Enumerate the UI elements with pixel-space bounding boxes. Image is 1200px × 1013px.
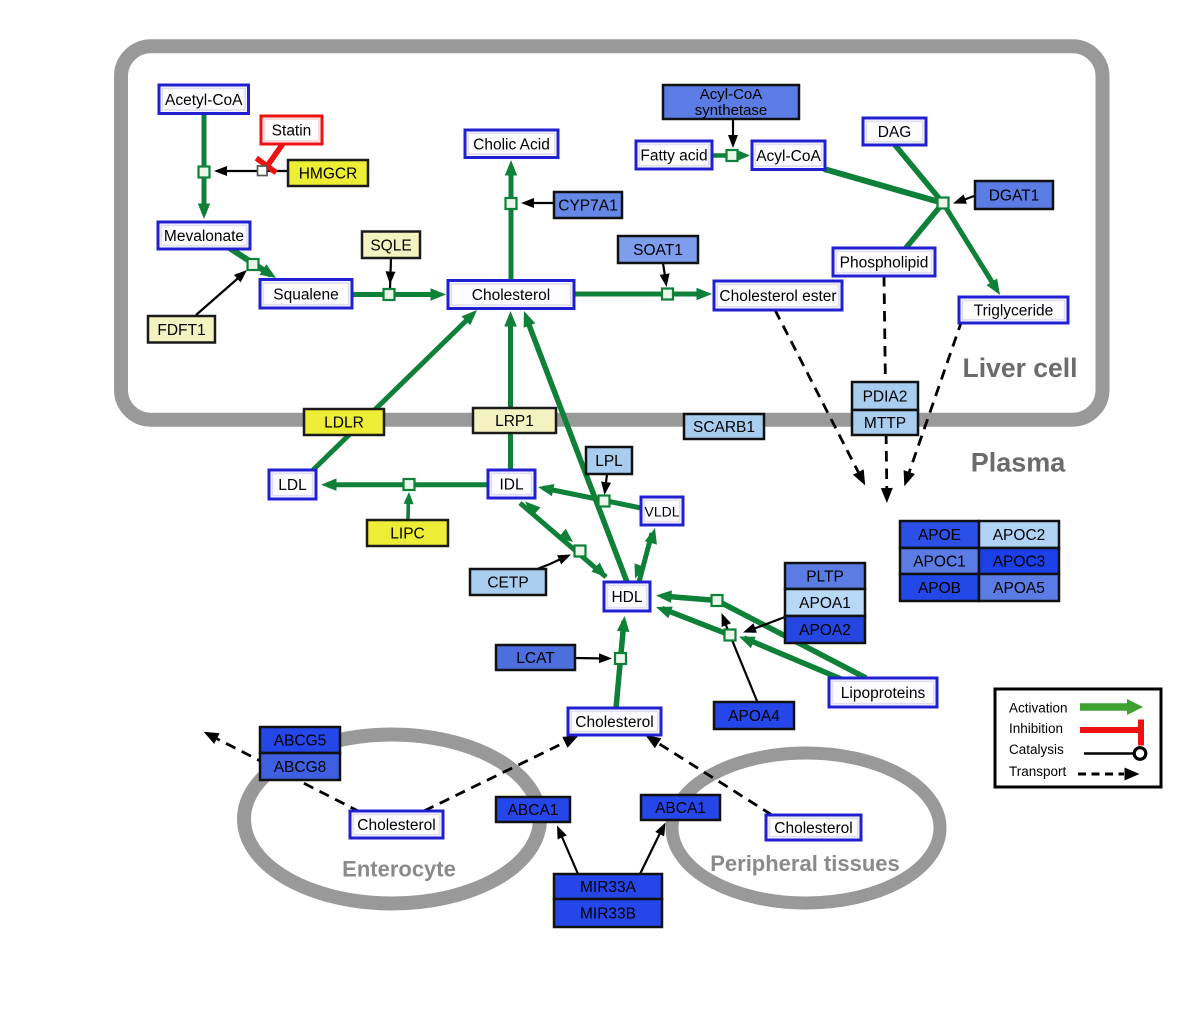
svg-text:IDL: IDL [499,477,524,494]
svg-text:SOAT1: SOAT1 [633,242,683,259]
svg-text:ABCG5: ABCG5 [274,733,327,750]
svg-text:Mevalonate: Mevalonate [164,228,244,245]
svg-text:SQLE: SQLE [370,237,411,254]
svg-text:Statin: Statin [272,123,312,140]
svg-text:APOA1: APOA1 [799,595,851,612]
svg-text:LDL: LDL [278,477,307,494]
svg-text:APOC2: APOC2 [993,527,1046,544]
svg-text:MIR33A: MIR33A [580,879,637,896]
svg-text:HMGCR: HMGCR [299,166,358,183]
svg-text:APOC1: APOC1 [913,554,966,571]
svg-text:Catalysis: Catalysis [1009,742,1064,757]
svg-text:SCARB1: SCARB1 [693,419,755,436]
svg-text:PDIA2: PDIA2 [863,389,908,406]
svg-text:Squalene: Squalene [273,286,339,303]
svg-text:LCAT: LCAT [516,650,555,667]
svg-text:LRP1: LRP1 [495,413,534,430]
svg-text:ABCA1: ABCA1 [655,800,706,817]
svg-text:APOE: APOE [918,527,961,544]
svg-text:Inhibition: Inhibition [1009,721,1063,736]
svg-text:ABCG8: ABCG8 [274,759,327,776]
svg-text:APOA2: APOA2 [799,622,851,639]
svg-text:LDLR: LDLR [324,415,364,432]
svg-text:Liver cell: Liver cell [963,353,1078,383]
svg-text:ABCA1: ABCA1 [508,802,559,819]
svg-text:Fatty acid: Fatty acid [640,148,707,165]
svg-text:LIPC: LIPC [390,526,424,543]
svg-text:PLTP: PLTP [806,569,844,586]
svg-text:HDL: HDL [611,589,642,606]
svg-text:LPL: LPL [595,453,623,470]
svg-text:CYP7A1: CYP7A1 [558,198,617,215]
svg-text:Cholic Acid: Cholic Acid [473,136,550,153]
svg-text:APOA4: APOA4 [728,708,780,725]
svg-text:Cholesterol: Cholesterol [575,714,653,731]
svg-text:Acyl-CoA: Acyl-CoA [700,86,763,103]
svg-text:Peripheral tissues: Peripheral tissues [710,851,900,876]
svg-text:DGAT1: DGAT1 [989,188,1040,205]
svg-text:MIR33B: MIR33B [580,906,636,923]
svg-text:Cholesterol: Cholesterol [357,817,435,834]
svg-text:Acetyl-CoA: Acetyl-CoA [165,92,243,109]
svg-text:MTTP: MTTP [864,415,906,432]
svg-text:VLDL: VLDL [644,504,679,520]
svg-text:APOC3: APOC3 [993,554,1046,571]
svg-text:DAG: DAG [878,124,912,141]
svg-text:Cholesterol ester: Cholesterol ester [719,288,836,305]
svg-text:APOA5: APOA5 [993,580,1045,597]
svg-text:Cholesterol: Cholesterol [774,820,852,837]
svg-text:APOB: APOB [918,580,961,597]
svg-text:Acyl-CoA: Acyl-CoA [756,148,821,165]
svg-text:Lipoproteins: Lipoproteins [841,685,926,702]
svg-text:Phospholipid: Phospholipid [840,255,929,272]
svg-text:FDFT1: FDFT1 [157,322,205,339]
svg-text:Transport: Transport [1009,764,1067,779]
svg-text:Triglyceride: Triglyceride [974,303,1054,320]
svg-text:Enterocyte: Enterocyte [342,857,456,882]
svg-text:Cholesterol: Cholesterol [472,287,550,304]
svg-text:Plasma: Plasma [971,448,1067,478]
svg-text:Activation: Activation [1009,701,1068,716]
svg-text:synthetase: synthetase [695,102,768,119]
svg-text:CETP: CETP [487,575,528,592]
